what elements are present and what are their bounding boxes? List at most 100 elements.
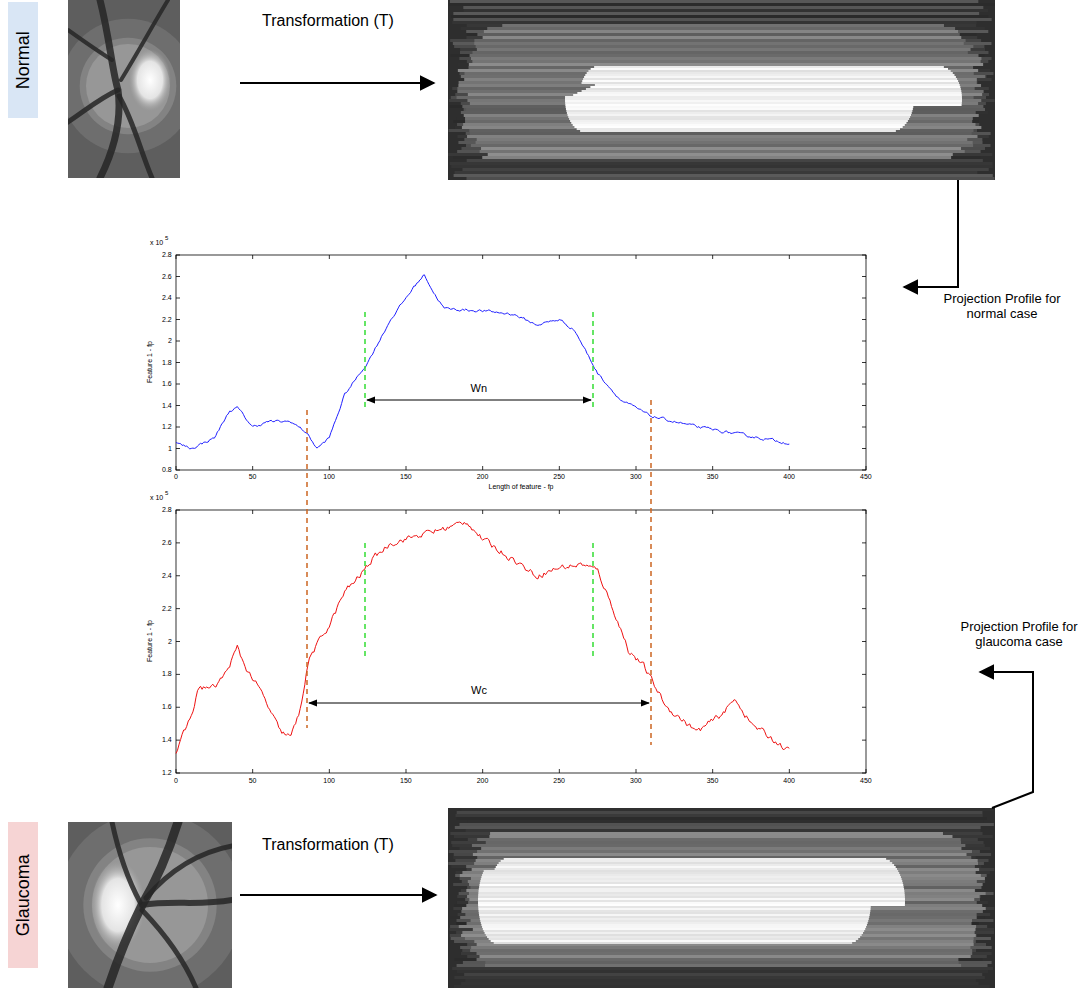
image-band <box>473 853 967 856</box>
image-streak <box>457 964 988 967</box>
image-streak <box>457 123 979 126</box>
image-streak <box>455 874 987 877</box>
bright-region <box>585 74 954 76</box>
bright-region <box>565 96 962 98</box>
axis-tick <box>329 769 330 773</box>
image-band <box>464 114 979 117</box>
blood-vessel <box>142 900 232 905</box>
image-band <box>462 871 975 874</box>
image-streak <box>459 892 994 895</box>
image-streak <box>465 979 976 982</box>
tick-label: 250 <box>553 777 565 785</box>
bright-region <box>582 90 962 92</box>
bright-region <box>495 868 897 870</box>
image-streak <box>460 946 992 949</box>
bright-region <box>496 866 896 868</box>
bright-region <box>478 904 905 906</box>
axis-multiplier: x 10 <box>150 494 163 502</box>
blood-vessel <box>68 30 112 60</box>
guide-line <box>650 400 652 745</box>
image-band <box>477 958 959 961</box>
image-band <box>468 880 977 883</box>
image-streak <box>457 69 991 72</box>
axis-tick <box>176 740 180 741</box>
bright-region <box>595 84 960 86</box>
bright-region <box>565 98 962 100</box>
tick-label: 2.8 <box>162 506 172 514</box>
axis-tick <box>176 575 180 576</box>
bright-region <box>594 66 944 68</box>
image-band <box>465 913 976 916</box>
image-background <box>448 808 995 988</box>
plot-frame <box>176 255 866 470</box>
axis-tick <box>636 769 637 773</box>
image-streak <box>467 159 983 162</box>
axis-tick <box>406 510 407 514</box>
image-band <box>486 841 961 844</box>
axis-tick <box>176 384 180 385</box>
tick-label: 2.6 <box>162 539 172 547</box>
plot-frame <box>176 510 866 773</box>
blood-vessel <box>121 0 168 80</box>
image-band <box>489 835 952 838</box>
image-band <box>470 54 979 57</box>
image-streak <box>461 982 979 985</box>
image-streak <box>448 153 992 156</box>
tick-label: 450 <box>860 473 872 481</box>
bright-region <box>481 876 901 878</box>
image-band <box>474 42 963 45</box>
bright-region <box>573 94 962 96</box>
tick-label: 1.4 <box>162 736 172 744</box>
bright-region <box>479 888 904 890</box>
image-band <box>466 889 975 892</box>
image-streak <box>458 913 991 916</box>
bright-region <box>577 92 961 94</box>
bright-region <box>574 126 902 128</box>
image-streak <box>451 937 991 940</box>
image-band <box>469 898 974 901</box>
tick-label: 200 <box>477 777 489 785</box>
bright-region <box>483 928 865 930</box>
image-streak <box>456 117 993 120</box>
width-arrow <box>309 703 649 704</box>
image-band <box>474 862 978 865</box>
image-streak <box>449 3 995 6</box>
image-streak <box>450 832 982 835</box>
image-band <box>471 877 985 880</box>
image-band <box>476 859 978 862</box>
axis-tick <box>862 510 866 511</box>
image-streak <box>453 42 992 45</box>
image-streak <box>467 60 988 63</box>
tick-label: 2 <box>168 638 172 646</box>
tick-label: 400 <box>783 777 795 785</box>
image-band <box>476 141 973 144</box>
image-streak <box>456 931 994 934</box>
axis-tick <box>636 255 637 259</box>
bright-region <box>478 894 905 896</box>
bright-region <box>480 918 869 920</box>
bright-region <box>483 872 899 874</box>
image-band <box>460 916 977 919</box>
axis-tick <box>176 405 180 406</box>
axis-tick <box>176 773 180 774</box>
image-streak <box>467 33 976 36</box>
bright-region <box>590 86 960 88</box>
axis-multiplier: x 10 <box>150 239 163 247</box>
bright-region <box>571 122 906 124</box>
image-band <box>462 907 986 910</box>
image-streak <box>466 132 991 135</box>
guide-line <box>364 543 366 658</box>
image-streak <box>450 162 993 165</box>
tick-label: 0 <box>174 777 178 785</box>
tick-label: 2.6 <box>162 273 172 281</box>
axis-tick <box>329 466 330 470</box>
bright-region <box>484 870 899 872</box>
axis-tick <box>176 341 180 342</box>
image-band <box>470 102 978 105</box>
image-band <box>477 856 971 859</box>
axis-tick <box>862 542 866 543</box>
axis-tick <box>712 466 713 470</box>
image-band <box>469 892 986 895</box>
axis-tick <box>482 255 483 259</box>
tick-label: 350 <box>707 473 719 481</box>
